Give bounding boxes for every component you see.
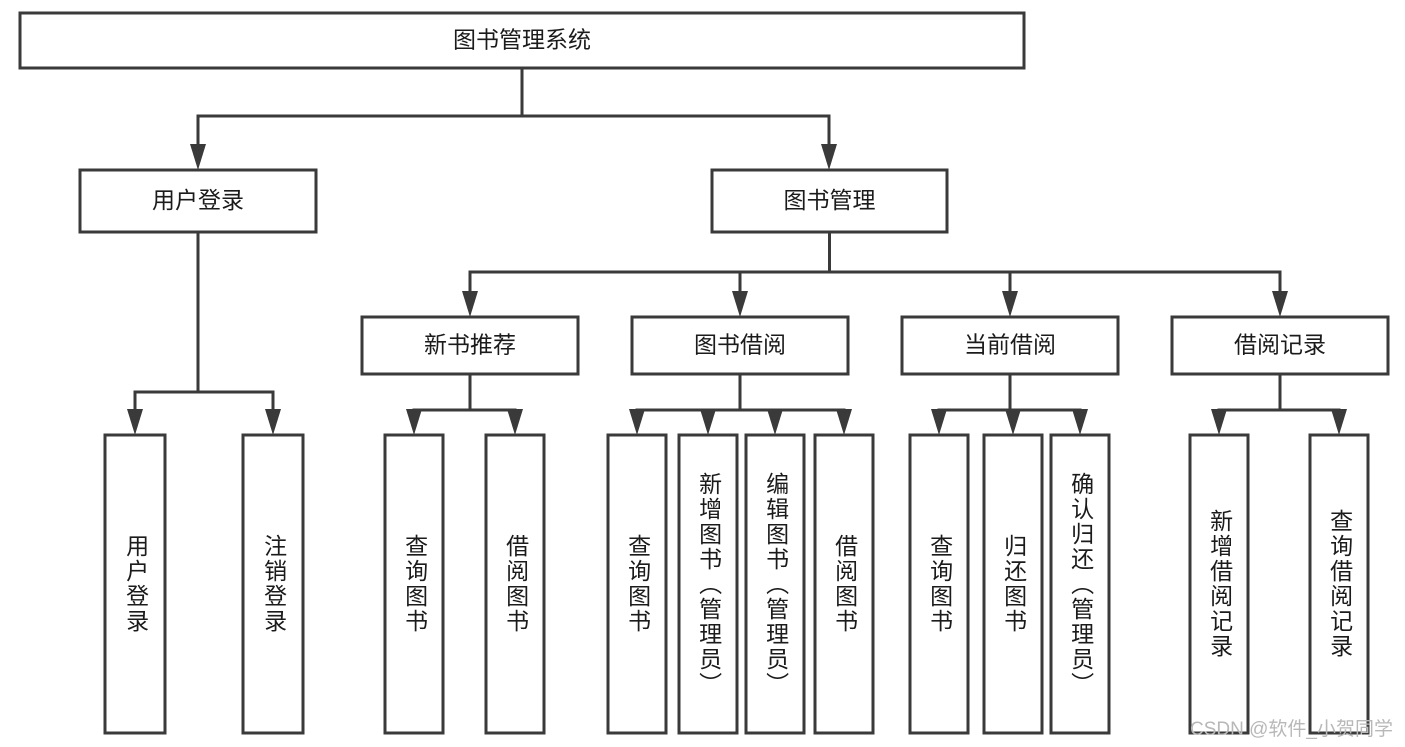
leaf-node-box-8[interactable] — [908, 433, 970, 735]
connector-arrowhead-4-0 — [629, 409, 645, 435]
connector-arrowhead-2-3 — [1272, 291, 1288, 317]
root-node-label-0: 图书管理系统 — [453, 27, 591, 53]
level3-node-label-3: 借阅记录 — [1234, 332, 1326, 358]
connector-arrowhead-3-0 — [406, 409, 422, 435]
connector-arrowhead-2-1 — [732, 291, 748, 317]
level2-node-box-1[interactable] — [710, 168, 949, 234]
csdn-watermark: CSDN @软件_小贺同学 — [1190, 719, 1393, 740]
level2-node-label-0: 用户登录 — [152, 187, 244, 213]
leaf-node-box-2[interactable] — [383, 433, 445, 735]
leaf-node-box-11[interactable] — [1188, 433, 1250, 735]
leaf-node-box-12[interactable] — [1308, 433, 1370, 735]
connector-arrowhead-5-1 — [1005, 409, 1021, 435]
level2-node-label-1: 图书管理 — [784, 187, 876, 213]
level3-node-box-0[interactable] — [360, 315, 580, 376]
connector-arrowhead-4-1 — [700, 409, 716, 435]
level3-node-box-1[interactable] — [630, 315, 850, 376]
level3-node-box-2[interactable] — [900, 315, 1120, 376]
root-node-box-0[interactable] — [18, 11, 1026, 70]
level3-node-label-0: 新书推荐 — [424, 332, 516, 358]
connector-arrowhead-6-1 — [1331, 409, 1347, 435]
connector-arrowhead-3-1 — [507, 409, 523, 435]
level3-node-label-2: 当前借阅 — [964, 332, 1056, 358]
leaf-node-box-4[interactable] — [606, 433, 668, 735]
level3-node-label-1: 图书借阅 — [694, 332, 786, 358]
connector-arrowhead-4-3 — [836, 409, 852, 435]
leaf-node-box-5[interactable] — [677, 433, 739, 735]
leaf-node-box-10[interactable] — [1049, 433, 1111, 735]
connector-arrowhead-0-1 — [821, 144, 837, 170]
level2-node-box-0[interactable] — [78, 168, 318, 234]
connector-arrowhead-6-0 — [1211, 409, 1227, 435]
leaf-node-box-6[interactable] — [744, 433, 806, 735]
connector-arrowhead-2-2 — [1002, 291, 1018, 317]
connector-arrowhead-5-0 — [931, 409, 947, 435]
leaf-node-box-7[interactable] — [813, 433, 875, 735]
connectors-layer — [127, 66, 1347, 435]
level3-node-box-3[interactable] — [1170, 315, 1390, 376]
leaf-node-box-0[interactable] — [103, 433, 167, 735]
connector-arrowhead-5-2 — [1072, 409, 1088, 435]
connector-arrowhead-4-2 — [767, 409, 783, 435]
connector-arrowhead-1-1 — [265, 409, 281, 435]
connector-arrowhead-2-0 — [462, 291, 478, 317]
leaf-node-box-9[interactable] — [982, 433, 1044, 735]
connector-arrowhead-1-0 — [127, 409, 143, 435]
connector-arrowhead-0-0 — [190, 144, 206, 170]
leaf-node-box-1[interactable] — [241, 433, 305, 735]
node-boxes-layer — [18, 11, 1390, 735]
leaf-node-box-3[interactable] — [484, 433, 546, 735]
